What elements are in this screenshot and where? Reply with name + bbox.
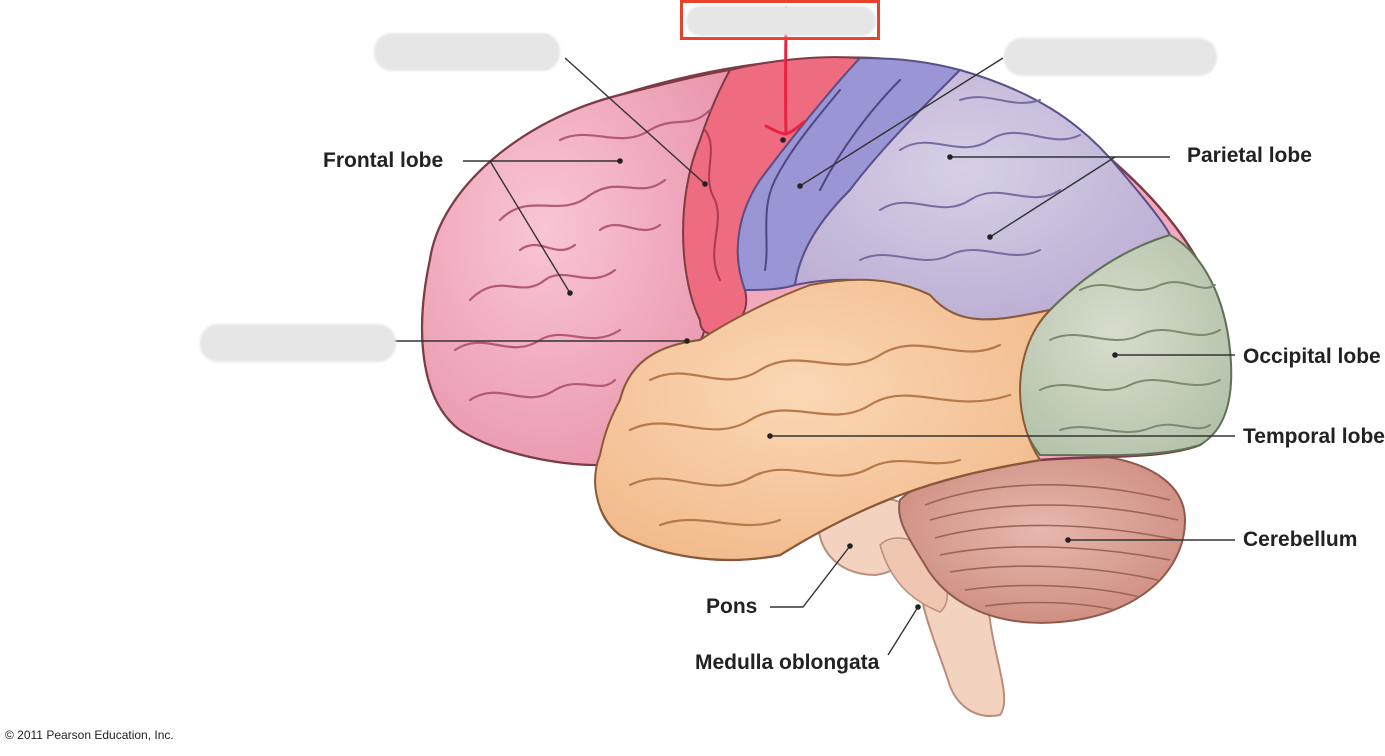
label-pons: Pons <box>706 595 758 618</box>
redacted-label-left[interactable] <box>200 324 396 362</box>
leader-dots <box>567 137 1118 610</box>
label-temporal-lobe: Temporal lobe <box>1243 425 1385 448</box>
cerebellum-folia <box>924 484 1179 611</box>
redacted-label-top-right[interactable] <box>1004 38 1217 76</box>
copyright-notice: © 2011 Pearson Education, Inc. <box>5 728 174 742</box>
occipital-lobe <box>1017 233 1233 457</box>
temporal-lobe <box>594 278 1054 561</box>
leader-lines <box>368 57 1235 656</box>
label-cerebellum: Cerebellum <box>1243 528 1358 551</box>
label-parietal-lobe: Parietal lobe <box>1187 144 1312 167</box>
label-occipital-lobe: Occipital lobe <box>1243 345 1381 368</box>
gyri-detail <box>453 79 1221 527</box>
frontal-lobe <box>421 68 732 467</box>
label-medulla-oblongata: Medulla oblongata <box>695 651 880 674</box>
label-frontal-lobe: Frontal lobe <box>323 149 444 172</box>
answer-highlight-box[interactable] <box>680 0 880 40</box>
redacted-label-top-left[interactable] <box>374 33 560 71</box>
redacted-label-top-center[interactable] <box>686 6 876 36</box>
